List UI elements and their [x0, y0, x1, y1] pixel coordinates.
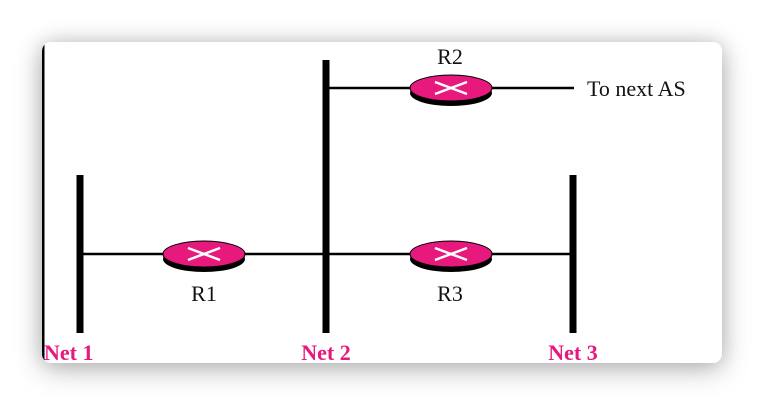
router-cross-icon	[434, 80, 468, 96]
router-cross-icon	[434, 246, 468, 262]
next-as-label: To next AS	[587, 76, 686, 101]
net2-label: Net 2	[301, 340, 350, 363]
router-r3-label: R3	[437, 281, 463, 306]
router-r3[interactable]	[409, 240, 493, 272]
router-r2-label: R2	[437, 44, 463, 69]
router-r2[interactable]	[409, 74, 493, 106]
net1-label: Net 1	[44, 340, 93, 363]
router-r1[interactable]	[162, 240, 246, 272]
router-cross-icon	[187, 246, 221, 262]
diagram-card: R1 R2 R3 To next AS Net 1 Net 2 Net 3	[42, 42, 722, 363]
router-r1-label: R1	[191, 281, 217, 306]
network-diagram: R1 R2 R3 To next AS Net 1 Net 2 Net 3	[42, 42, 686, 363]
net3-label: Net 3	[548, 340, 597, 363]
